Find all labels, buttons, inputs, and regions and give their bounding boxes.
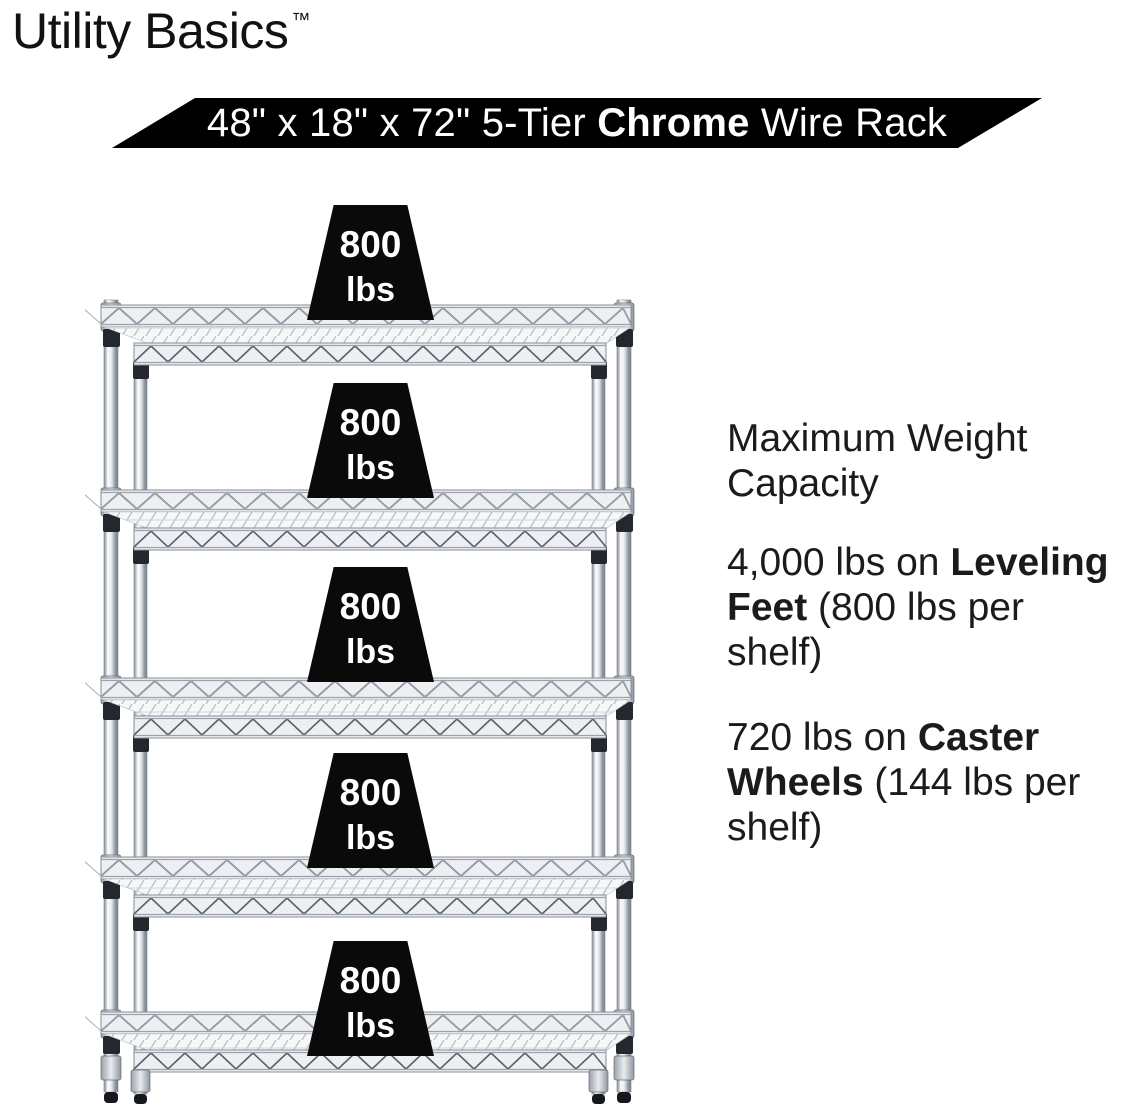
text: 48" x 18" x 72" 5-Tier [206,101,598,145]
capacity-unit: lbs [345,271,396,309]
text-line: Capacity [727,462,879,505]
shelf-capacity-marker: 800 lbs [307,567,434,682]
text-line: 720 lbs on Caster [727,715,1126,760]
capacity-unit: lbs [345,449,396,487]
text-line: Maximum Weight [727,417,1028,460]
leveling-foot [100,1055,122,1081]
text: 4,000 lbs on [727,541,951,584]
text: shelf) [727,806,823,849]
capacity-amount: 800 [339,772,402,813]
rack-shelf [85,487,635,564]
rack-shelf [85,675,635,752]
text-line: shelf) [727,805,1126,850]
wire-rack-graphic [85,299,635,1104]
capacity-amount: 800 [339,224,402,265]
text-line: 4,000 lbs on Leveling [727,540,1126,585]
bold-text: Feet [727,586,808,629]
text: (800 lbs per [807,586,1024,629]
text-line: Wheels (144 lbs per [727,760,1126,805]
bold-text: Leveling [950,541,1109,584]
trademark-symbol: ™ [291,10,310,32]
brand-name: Utility Basics [12,3,289,59]
text-line: Feet (800 lbs per [727,585,1126,630]
text: 720 lbs on [727,716,918,759]
capacity-amount: 800 [339,960,402,1001]
text: Wire Rack [749,101,948,145]
shelf-capacity-marker: 800 lbs [307,205,434,320]
bold-text: Wheels [727,761,864,804]
capacity-unit: lbs [345,819,396,857]
leveling-foot [130,1069,151,1093]
bold-text: Chrome [597,101,750,145]
text-line: shelf) [727,630,1126,675]
capacity-unit: lbs [345,1007,396,1045]
capacity-amount: 800 [339,402,402,443]
rack-shelf [85,854,635,931]
product-title-banner: 48" x 18" x 72" 5-Tier Chrome Wire Rack [112,98,1042,148]
bold-text: Caster [917,716,1040,759]
product-title: 48" x 18" x 72" 5-Tier Chrome Wire Rack [207,98,947,148]
shelf-capacity-marker: 800 lbs [307,941,434,1056]
capacity-amount: 800 [339,586,402,627]
shelf-capacity-marker: 800 lbs [307,753,434,868]
leveling-foot [588,1069,609,1093]
leveling-foot [613,1055,635,1081]
text: (144 lbs per [863,761,1081,804]
text: shelf) [727,631,823,674]
capacity-unit: lbs [345,633,396,671]
